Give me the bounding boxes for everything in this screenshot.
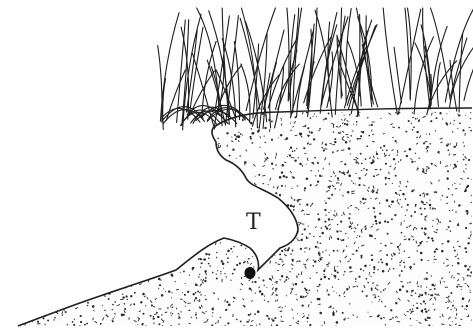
grass-tuft: [158, 8, 473, 130]
pellet-dot: [245, 267, 256, 279]
burrow-label-t: T: [246, 212, 261, 234]
soil-mass: [12, 107, 473, 332]
